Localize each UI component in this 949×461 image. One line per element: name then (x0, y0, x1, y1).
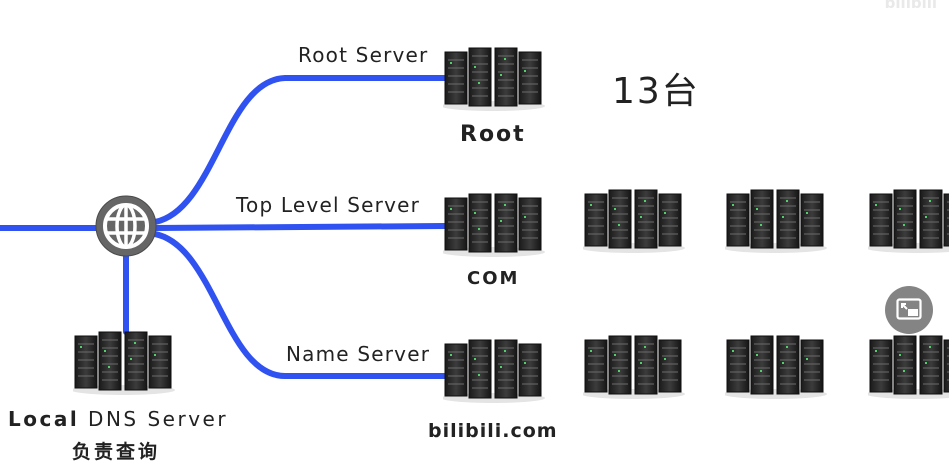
local-dns-subtitle: 负责查询 (72, 441, 161, 461)
com-title: COM (467, 268, 520, 289)
local-dns-title-bold: Local (8, 407, 80, 431)
local-dns-server-icon (73, 331, 176, 396)
root-server-label: Root Server (298, 43, 429, 67)
globe-icon (95, 195, 157, 257)
tld-server-icon-3 (725, 189, 828, 254)
bilibili-server-icon (443, 339, 546, 404)
name-server-label: Name Server (286, 342, 431, 366)
local-dns-title-rest: DNS Server (79, 407, 229, 431)
branch-root-line (152, 75, 448, 225)
branch-tld-line (152, 223, 448, 231)
bilibili-title: bilibili.com (428, 420, 558, 442)
name-server-icon-2 (583, 335, 686, 400)
name-server-icon-4 (868, 335, 949, 400)
top-level-server-label: Top Level Server (236, 193, 421, 217)
branch-name-line (152, 231, 448, 379)
com-server-icon (443, 193, 546, 258)
picture-in-picture-icon (896, 298, 922, 320)
local-dns-title: Local DNS Server (8, 407, 228, 431)
tld-server-icon-4 (868, 189, 949, 254)
tld-server-icon-2 (583, 189, 686, 254)
name-server-icon-3 (725, 335, 828, 400)
root-title: Root (460, 122, 526, 147)
root-count-note: 13台 (612, 71, 700, 112)
root-server-icon (443, 47, 546, 112)
pip-button[interactable] (885, 286, 933, 334)
watermark: bilibili (884, 0, 937, 12)
